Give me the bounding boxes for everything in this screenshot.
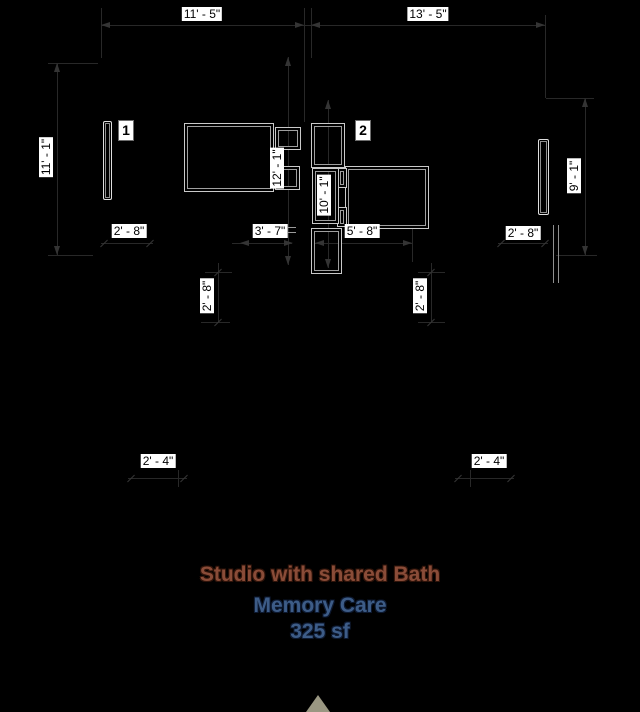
arrow-icon	[582, 246, 588, 255]
dim-label-bed-wall: 12' - 1"	[270, 147, 284, 189]
dim-line-right28	[431, 263, 432, 323]
arrow-icon	[54, 246, 60, 255]
dim-label-sill-58: 5' - 8"	[344, 224, 380, 238]
bed-room2	[345, 166, 429, 229]
plan-area: 325 sf	[290, 620, 350, 643]
dim-ext-top-d	[545, 15, 546, 98]
dim-line-sill-37	[232, 243, 292, 244]
plan-title: Studio with shared Bath	[199, 563, 441, 586]
dim-line-left28	[218, 263, 219, 323]
dim-ext-right-bottom	[556, 255, 597, 256]
nightstand-room1-top	[275, 127, 301, 150]
dim-label-sill-37: 3' - 7"	[252, 224, 288, 238]
room-tag-2: 2	[356, 121, 370, 140]
window-left	[103, 121, 112, 200]
arrow-icon	[536, 22, 545, 28]
dim-ext-24-left	[178, 470, 179, 487]
dim-ext-top-c	[311, 8, 312, 58]
dim-ext-24-right	[470, 470, 471, 487]
arrow-icon	[284, 240, 293, 246]
bath-fixture-middle	[312, 168, 339, 224]
plan-program: Memory Care	[253, 594, 387, 617]
arrow-icon	[240, 240, 249, 246]
dim-line-sill-58	[315, 243, 412, 244]
nightstand-room2-bottom	[337, 207, 347, 227]
arrow-icon	[285, 256, 291, 265]
dim-ext-top-a	[101, 8, 102, 58]
arrow-icon	[325, 259, 331, 268]
dim-line-sill-left	[101, 243, 153, 244]
dim-ext-left-top	[48, 63, 98, 64]
arrow-icon	[54, 63, 60, 72]
dim-line-sill-right	[498, 243, 548, 244]
dim-label-top-right: 13' - 5"	[407, 7, 449, 21]
north-arrow-icon	[306, 695, 330, 712]
bath-fixture-top	[311, 123, 345, 168]
dim-line-24-left	[128, 478, 187, 479]
dim-line-24-right	[455, 478, 514, 479]
arrow-icon	[295, 22, 304, 28]
wall-segment-right	[553, 225, 559, 283]
dim-line-right	[585, 98, 586, 255]
room-tag-1: 1	[119, 121, 133, 140]
nightstand-room2-top	[337, 168, 347, 188]
arrow-icon	[315, 240, 324, 246]
window-right	[538, 139, 549, 215]
dim-ext-left-bottom	[48, 255, 93, 256]
dim-label-sill-right: 2' - 8"	[505, 226, 541, 240]
bath-fixture-bottom	[311, 228, 342, 274]
dim-line-left	[57, 63, 58, 255]
dim-line-bed-wall	[288, 57, 289, 265]
dim-ext-58-right	[412, 228, 413, 262]
arrow-icon	[285, 57, 291, 66]
arrow-icon	[325, 100, 331, 109]
dim-ext-top-b	[304, 8, 305, 122]
dim-label-right-height: 9' - 1"	[567, 158, 581, 194]
dim-ext-right-top	[546, 98, 594, 99]
dim-label-right-28: 2' - 8"	[413, 278, 427, 314]
arrow-icon	[582, 98, 588, 107]
dim-label-left-height: 11' - 1"	[39, 136, 53, 178]
equals-mark-icon	[288, 227, 296, 233]
dim-line-top	[101, 25, 545, 26]
dim-label-24-right: 2' - 4"	[471, 454, 507, 468]
arrow-icon	[403, 240, 412, 246]
dim-label-top-left: 11' - 5"	[181, 7, 223, 21]
dim-label-sill-left: 2' - 8"	[111, 224, 147, 238]
dim-label-left-28: 2' - 8"	[200, 278, 214, 314]
arrow-icon	[311, 22, 320, 28]
dim-label-bath-wall: 10' - 1"	[317, 174, 331, 216]
bed-room1	[184, 123, 274, 192]
arrow-icon	[101, 22, 110, 28]
dim-label-24-left: 2' - 4"	[140, 454, 176, 468]
